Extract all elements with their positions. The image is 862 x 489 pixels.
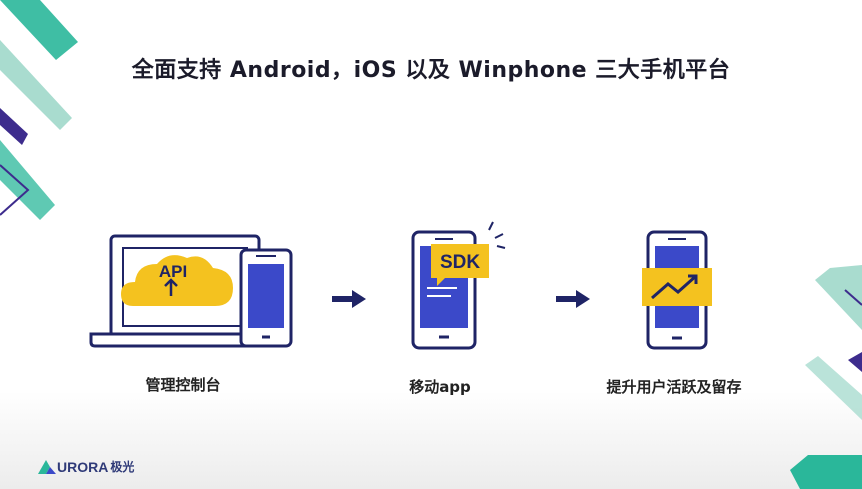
stripe-purple-right xyxy=(848,352,862,372)
arrow-right-icon xyxy=(556,290,590,308)
step-label-mobile-app: 移动app xyxy=(409,378,471,396)
mobile-app-illustration: SDK xyxy=(411,221,506,350)
stripe-mint-left xyxy=(0,40,72,130)
step-label-retention: 提升用户活跃及留存 xyxy=(606,378,742,396)
stripe-mint-right xyxy=(815,265,862,330)
logo-text: URORA xyxy=(57,458,109,475)
retention-illustration xyxy=(642,230,712,350)
logo-text-cn: 极光 xyxy=(110,460,135,474)
stripe-outline-right xyxy=(844,289,862,306)
cloud-upload-icon xyxy=(121,255,233,306)
aurora-logo: URORA 极光 xyxy=(38,458,134,475)
stripe-purple-left xyxy=(0,108,28,145)
aurora-logo-icon xyxy=(38,459,56,474)
stripe-teal-top xyxy=(0,0,78,60)
stripe-mint-right-2 xyxy=(805,356,862,420)
trend-up-icon xyxy=(651,274,698,300)
stripe-teal-bottom-right xyxy=(790,455,862,489)
stripe-outline-left xyxy=(0,164,30,216)
api-badge: API xyxy=(159,262,187,281)
stripe-teal-left xyxy=(0,140,55,220)
management-console-illustration: API xyxy=(89,234,293,348)
arrow-right-icon xyxy=(332,290,366,308)
page-title: 全面支持 Android，iOS 以及 Winphone 三大手机平台 xyxy=(131,58,731,83)
step-label-console: 管理控制台 xyxy=(145,376,221,394)
sdk-badge: SDK xyxy=(440,252,480,273)
